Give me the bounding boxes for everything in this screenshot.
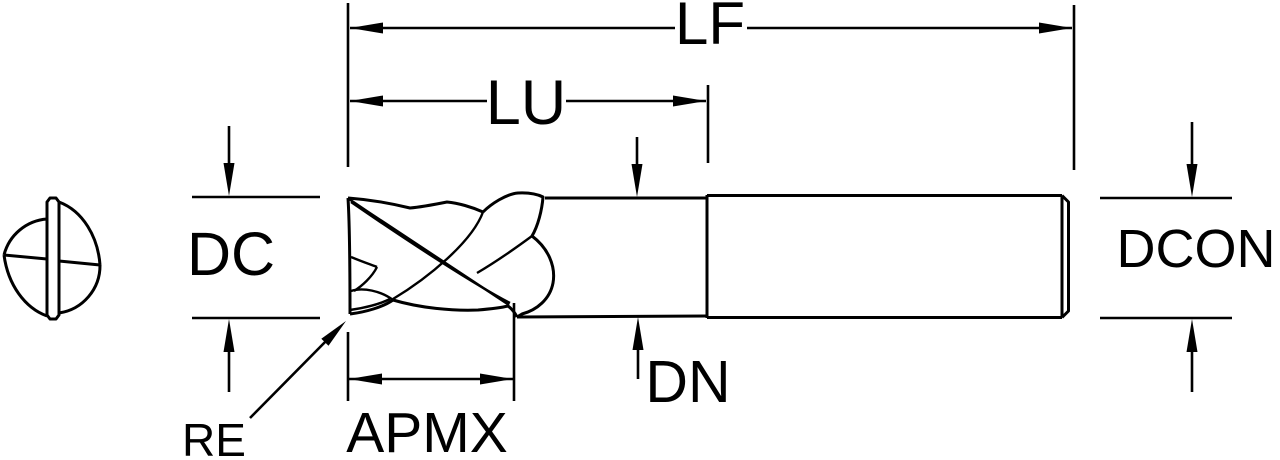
lf-arrowhead-left — [350, 22, 383, 34]
end-tooth-crescent-outer — [349, 298, 394, 316]
label-dn: DN — [645, 349, 730, 415]
label-lu: LU — [486, 68, 567, 138]
re-arrowhead — [321, 321, 346, 346]
end-tooth-crescent-inner — [349, 297, 391, 312]
helix-edge-line-2 — [350, 201, 511, 305]
leader-re: RE — [182, 321, 346, 460]
dimension-lf: LF — [346, 0, 1076, 170]
lf-arrowhead-right — [1039, 22, 1072, 34]
dcon-arrowhead-top — [1186, 164, 1198, 197]
apmx-arrowhead-left — [349, 373, 382, 385]
re-leader-line — [249, 335, 332, 419]
apmx-arrowhead-right — [480, 373, 513, 385]
dimension-lu: LU — [350, 68, 710, 163]
end-tooth-crescent-upper — [350, 288, 394, 301]
dc-arrowhead-bottom — [223, 319, 235, 352]
head-top-outline — [347, 196, 484, 214]
label-apmx: APMX — [346, 401, 508, 460]
lu-arrowhead-right — [673, 95, 706, 107]
side-view-head — [346, 191, 556, 319]
lobe-inner-curve — [476, 235, 533, 275]
head-left-face — [346, 197, 352, 315]
shank-end-chamfer-edge — [1060, 194, 1070, 319]
neck-bottom-line — [516, 314, 708, 319]
label-lf: LF — [675, 0, 745, 57]
end-view-upper-right-lip-arc — [58, 200, 102, 266]
dimension-dn: DN — [631, 137, 731, 415]
dn-arrowhead-bottom — [632, 317, 644, 350]
dcon-arrowhead-bottom — [1186, 319, 1198, 352]
label-dc: DC — [187, 220, 275, 288]
end-view — [2, 196, 102, 321]
side-view-shank — [705, 194, 1070, 319]
side-view-neck — [516, 196, 708, 319]
dn-arrowhead-top — [631, 164, 643, 197]
label-dcon: DCON — [1117, 219, 1276, 279]
label-re: RE — [182, 414, 246, 460]
gash-line-upper — [350, 255, 378, 269]
head-second-lobe-outline — [481, 191, 556, 319]
lu-arrowhead-left — [350, 95, 383, 107]
end-view-lower-left-lip-arc — [2, 254, 48, 318]
dc-arrowhead-top — [223, 163, 235, 196]
dimension-dcon: DCON — [1100, 122, 1276, 392]
head-bottom-outline — [392, 298, 519, 318]
end-view-cutting-edge-left — [3, 253, 48, 261]
dimension-dc: DC — [187, 126, 320, 392]
flute-valley-curve — [392, 211, 485, 301]
end-view-bottom-right-arc — [58, 264, 102, 315]
dimension-apmx: APMX — [346, 303, 516, 460]
end-view-flute-bar — [45, 196, 61, 321]
end-view-cutting-edge-right — [58, 259, 101, 267]
gash-line-lower — [353, 266, 379, 293]
end-view-top-left-arc — [2, 217, 48, 256]
